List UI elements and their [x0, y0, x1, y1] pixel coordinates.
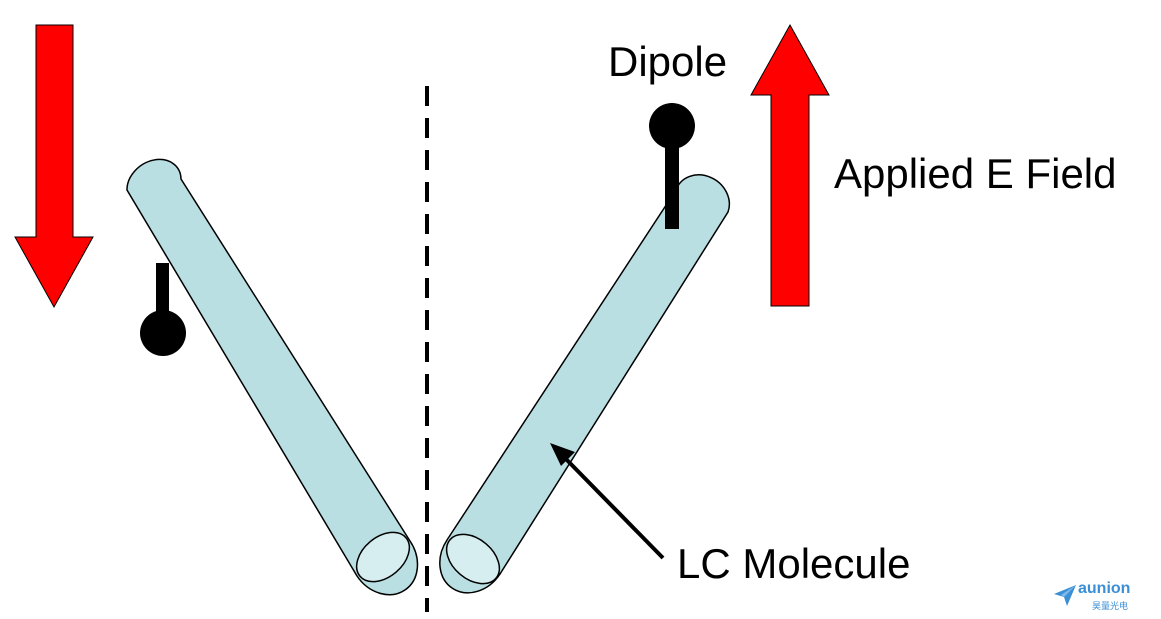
lc-molecule-label: LC Molecule: [677, 540, 911, 587]
applied-field-label: Applied E Field: [834, 150, 1117, 197]
logo-subtitle: 昊量光电: [1092, 601, 1129, 611]
dipole-right: [649, 103, 695, 229]
dipole-left: [140, 263, 186, 356]
lc-molecule-right: [439, 174, 731, 594]
field-arrow-down-left: [14, 24, 94, 309]
field-arrow-up-right: [750, 23, 830, 307]
logo-name: aunion: [1078, 580, 1131, 597]
paper-plane-icon: [1054, 585, 1076, 606]
lc-pointer-arrow: [550, 443, 665, 560]
dipole-label: Dipole: [608, 38, 728, 85]
lc-molecule-left: [126, 158, 419, 596]
aunion-logo: aunion 昊量光电: [1052, 580, 1152, 612]
